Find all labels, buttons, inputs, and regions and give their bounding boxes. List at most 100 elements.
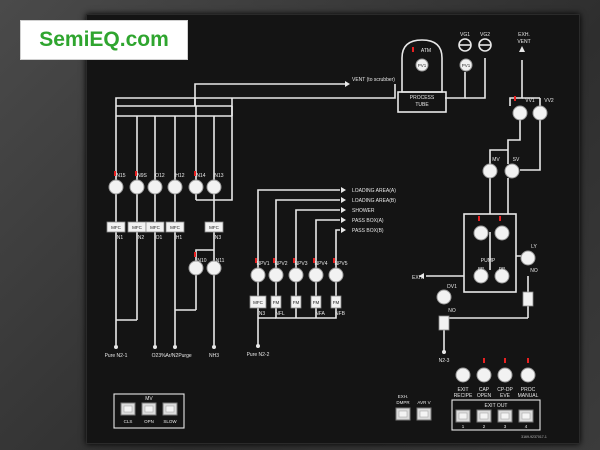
valve-dv1[interactable] [436,289,452,305]
mode-button-0[interactable] [455,367,471,383]
mfc-n3 [204,221,224,233]
valve-label-ly: LY [531,244,537,250]
flow-box [290,295,302,309]
valve-label-n9s: N9S [137,173,147,179]
arrow-right-icon [341,187,346,193]
valve-n11[interactable] [206,260,222,276]
loading-line-label: SHOWER [352,208,375,214]
valve-indicator [313,258,315,263]
valve-npv1[interactable] [250,267,266,283]
mfc-label: MFC [150,225,160,230]
valve-n13[interactable] [206,179,222,195]
valve-mv[interactable] [482,163,498,179]
valve-vv1[interactable] [512,105,528,121]
valve-label-vv2: VV2 [544,98,554,104]
mode-button-label: OPEN [477,393,492,399]
arrow-right-icon [341,227,346,233]
mfc-label: MFC [209,225,219,230]
valve-label-npv3: NPV3 [294,261,307,267]
dv1-group: EXH. DV1 NO N2-3 [412,273,457,364]
valve-n14[interactable] [188,179,204,195]
valve-sub-ly: NO [530,268,538,274]
mfc-n1 [106,221,126,233]
flow-box [330,295,342,309]
pump-valve-bp[interactable] [473,268,489,284]
valve-indicator [333,258,335,263]
tube-valve-pv1[interactable] [415,58,429,72]
valve-indicator [135,171,137,176]
valve-label-npv1: NPV1 [256,261,269,267]
mode-button-3[interactable] [520,367,536,383]
atm-label: ATM [421,48,431,54]
valve-vv2[interactable] [532,105,548,121]
loading-line-label: LOADING AREA(A) [352,188,396,194]
valve-npv5[interactable] [328,267,344,283]
valve-label-n11: N11 [216,258,225,264]
flow-box-sub: NFL [275,311,285,317]
valve-npv2[interactable] [268,267,284,283]
mode-button-label: PROC [521,387,536,393]
mv-label-slow: SLOW [163,419,177,424]
svg-text:PV1: PV1 [418,63,427,68]
source-label: Pure N2-1 [105,353,128,359]
valve-npv3[interactable] [288,267,304,283]
mode-button-1[interactable] [476,367,492,383]
valve-ly[interactable] [520,250,536,266]
valve-n10[interactable] [188,260,204,276]
mfc-sub-label: N2 [138,235,145,241]
tube-label-line2: TUBE [415,102,429,108]
valve-indicator [194,171,196,176]
mode-button-label: RECIPE [454,393,473,399]
flow-box-label: FM [273,300,280,305]
flow-box-label: FM [293,300,300,305]
valve-label-n10: N10 [197,258,206,264]
center-button-group: EXH. DMPR AVR V [395,394,432,421]
tube-label-line1: PROCESS [410,95,435,101]
mfc-sub-label: N1 [117,235,124,241]
mv-control-group: MV CLS OPN SLOW [113,393,185,429]
pump-valve-1[interactable] [473,225,489,241]
flow-box-sub: NFB [335,311,346,317]
valve-o12[interactable] [147,179,163,195]
flow-box-sub: N3 [259,311,266,317]
gauge-label-vg2: VG2 [480,32,490,38]
valve-pv1-right[interactable] [459,58,473,72]
valve-n15[interactable] [108,179,124,195]
valve-n9s[interactable] [129,179,145,195]
pump-valve-dp[interactable] [494,268,510,284]
valve-npv4[interactable] [308,267,324,283]
source-pure-n2-2: Pure N2-2 [247,352,270,358]
n2-3-label: N2-3 [439,358,450,364]
second-valve-row: N10 N11 [188,252,225,276]
valve-sv[interactable] [504,163,520,179]
arrow-right-icon [341,207,346,213]
exit-out-number: 1 [462,424,465,429]
valve-label-o12: O12 [155,173,165,179]
dv1-orifice [438,315,450,331]
pump-valve-2[interactable] [494,225,510,241]
valve-h12[interactable] [167,179,183,195]
mv-group-title: MV [145,396,153,402]
loading-line-label: PASS BOX(B) [352,228,384,234]
mfc-label: MFC [170,225,180,230]
pump-label: PUMP [481,258,496,264]
arrow-right-icon [341,197,346,203]
svg-text:PV1: PV1 [462,63,471,68]
valve-label-mv: MV [492,157,500,163]
mv-valves: MV SV [482,157,520,179]
mode-button-label: EVE [500,393,511,399]
pump-group: PUMP BP DP [473,216,510,284]
arrow-up-icon [519,46,525,52]
avr-v-label: AVR V [417,400,430,405]
arrow-right-icon [345,81,350,87]
svg-text:BP: BP [478,266,484,271]
mode-button-label: MANUAL [518,393,539,399]
right-top-valves: VV1 VV2 [512,96,554,121]
exit-out-number: 4 [525,424,528,429]
flow-box-label: FM [333,300,340,305]
mode-button-2[interactable] [497,367,513,383]
